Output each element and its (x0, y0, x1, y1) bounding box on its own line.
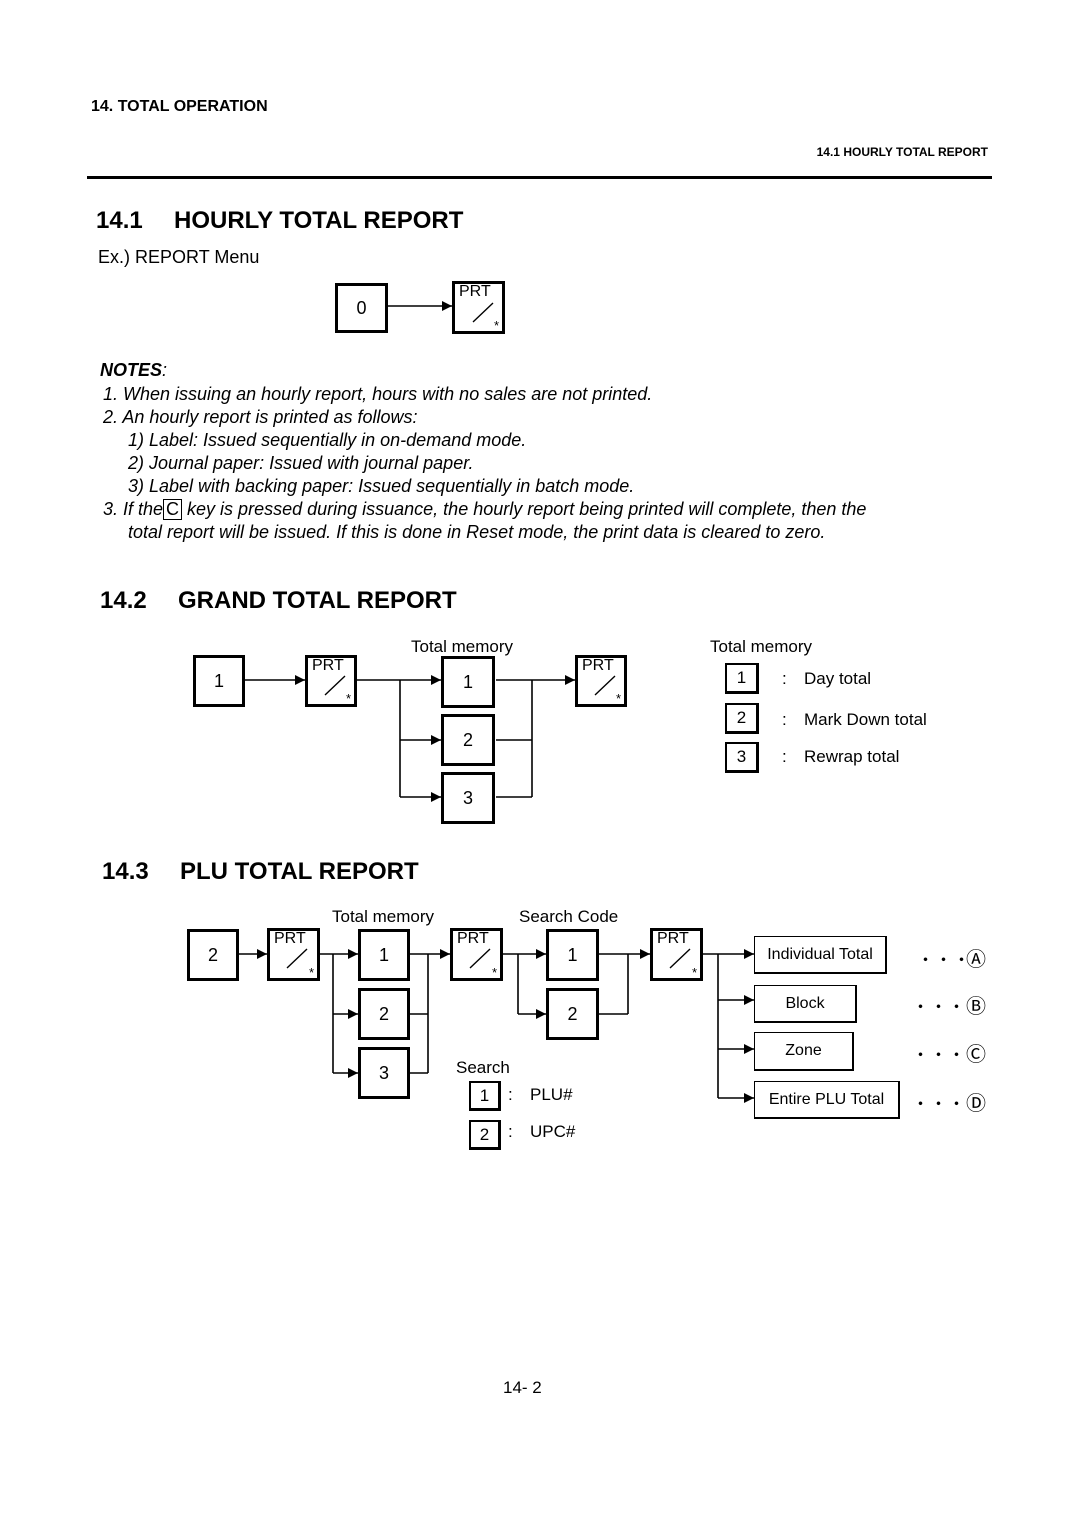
output-zone: Zone (754, 1032, 854, 1071)
search-code-key-2: 2 (546, 988, 599, 1040)
section-14-3-heading: 14.3 PLU TOTAL REPORT (102, 858, 419, 886)
prt-key: PRT * (650, 928, 703, 981)
notes-label-text: NOTES (100, 360, 163, 380)
section-14-2-heading: 14.2 GRAND TOTAL REPORT (100, 587, 457, 615)
legend-colon: : (782, 747, 787, 766)
key-c: C (163, 499, 183, 520)
section-title: PLU TOTAL REPORT (180, 858, 419, 885)
note-1: 1. When issuing an hourly report, hours … (103, 384, 653, 404)
prt-key: PRT * (267, 928, 320, 981)
output-entire-plu-total: Entire PLU Total (754, 1081, 900, 1119)
memory-key-2: 2 (441, 714, 495, 766)
prt-star: * (308, 965, 314, 980)
legend-key-2: 2 (725, 703, 759, 734)
legend-colon: : (782, 710, 787, 729)
section-number: 14.2 (100, 587, 147, 614)
header-rule (87, 176, 992, 179)
page-number: 14- 2 (503, 1378, 542, 1397)
output-dots: ・・・ (912, 1046, 966, 1065)
prt-key: PRT * (575, 655, 627, 707)
prt-star: * (691, 965, 697, 980)
key-0: 0 (335, 283, 388, 333)
note-2-2: 2) Journal paper: Issued with journal pa… (128, 453, 474, 473)
search-legend-title: Search (456, 1058, 510, 1077)
total-memory-label: Total memory (332, 907, 435, 926)
search-legend-text-plu: PLU# (530, 1085, 573, 1104)
section-title: HOURLY TOTAL REPORT (174, 207, 464, 234)
key-2: 2 (187, 929, 239, 981)
marker-b: Ⓑ (966, 996, 986, 1018)
prt-star: * (615, 691, 621, 706)
memory-key-3: 3 (441, 772, 495, 824)
memory-key-3: 3 (358, 1047, 410, 1099)
note-2-1: 1) Label: Issued sequentially in on-dema… (128, 430, 527, 450)
legend-key-3: 3 (725, 742, 759, 773)
legend-key-1: 1 (725, 663, 759, 694)
output-block: Block (754, 985, 857, 1023)
legend-colon: : (782, 669, 787, 688)
output-dots: ・・・ (912, 998, 966, 1017)
output-dots: ・・・ (917, 951, 971, 970)
note-2: 2. An hourly report is printed as follow… (103, 407, 418, 427)
search-legend-colon: : (508, 1122, 513, 1141)
prt-key: PRT * (305, 655, 357, 707)
search-legend-colon: : (508, 1085, 513, 1104)
note-3-start: 3. If the (103, 499, 164, 519)
notes-colon: : (162, 360, 168, 380)
prt-star: * (345, 691, 351, 706)
prt-label: PRT (582, 657, 614, 674)
key-1: 1 (193, 655, 245, 707)
legend-text-day-total: Day total (804, 669, 872, 688)
prt-label: PRT (657, 930, 689, 947)
note-3-end: key is pressed during issuance, the hour… (182, 499, 867, 519)
prt-star: * (493, 318, 499, 333)
search-code-key-1: 1 (546, 929, 599, 981)
memory-key-1: 1 (441, 656, 495, 708)
section-reference: 14.1 HOURLY TOTAL REPORT (816, 145, 988, 159)
legend-text-mark-down-total: Mark Down total (804, 710, 927, 729)
notes-label: NOTES: (100, 360, 167, 381)
search-code-label: Search Code (519, 907, 619, 926)
chapter-header: 14. TOTAL OPERATION (91, 98, 268, 115)
prt-label: PRT (459, 283, 491, 300)
output-individual-total: Individual Total (754, 936, 887, 974)
section-title: GRAND TOTAL REPORT (178, 587, 457, 614)
marker-a: Ⓐ (966, 949, 986, 971)
legend-title: Total memory (710, 637, 813, 656)
section-number: 14.3 (102, 858, 149, 885)
note-2-3: 3) Label with backing paper: Issued sequ… (128, 476, 635, 496)
section-14-1-heading: 14.1 HOURLY TOTAL REPORT (96, 207, 463, 235)
prt-key: PRT * (452, 281, 505, 334)
search-legend-key-2: 2 (469, 1120, 501, 1150)
marker-d: Ⓓ (966, 1093, 986, 1115)
memory-key-2: 2 (358, 988, 410, 1040)
memory-key-1: 1 (358, 929, 410, 981)
prt-key: PRT * (450, 928, 503, 981)
search-legend-text-upc: UPC# (530, 1122, 576, 1141)
output-dots: ・・・ (912, 1095, 966, 1114)
note-3-line2: total report will be issued. If this is … (128, 522, 826, 542)
total-memory-label: Total memory (411, 637, 514, 656)
prt-label: PRT (457, 930, 489, 947)
section-number: 14.1 (96, 207, 143, 234)
prt-label: PRT (312, 657, 344, 674)
example-label: Ex.) REPORT Menu (98, 247, 260, 267)
marker-c: Ⓒ (966, 1044, 986, 1066)
prt-star: * (491, 965, 497, 980)
search-legend-key-1: 1 (469, 1081, 501, 1111)
legend-text-rewrap-total: Rewrap total (804, 747, 900, 766)
prt-label: PRT (274, 930, 306, 947)
